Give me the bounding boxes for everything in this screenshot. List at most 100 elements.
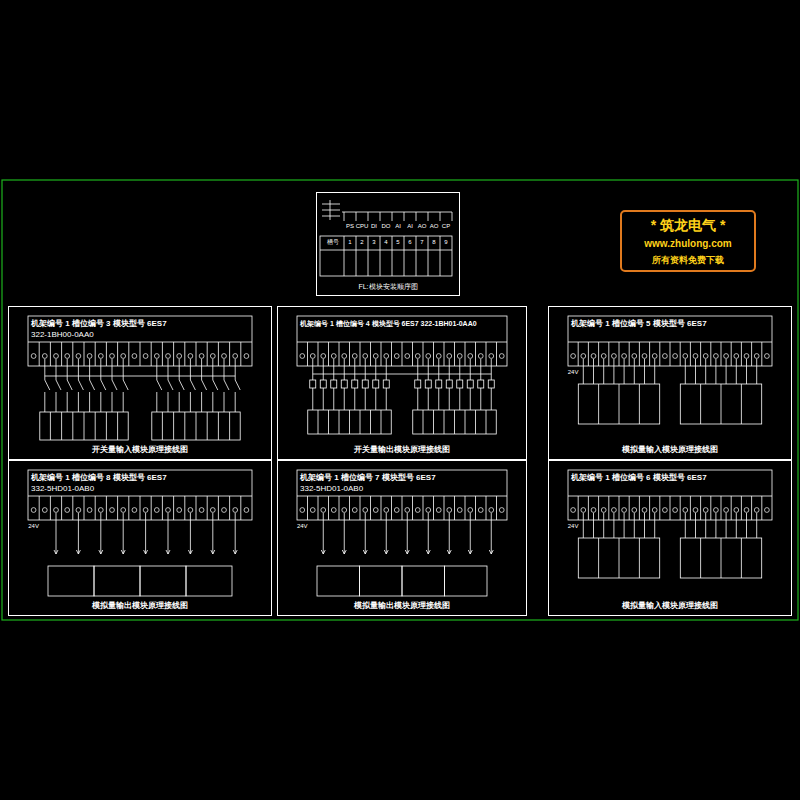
wire-end [491,550,493,554]
device-divider [619,384,620,424]
wire [123,513,124,554]
terminal-symbol [734,508,739,513]
terminal-symbol [342,508,347,513]
panel-text: 模拟量输入模块原理接线图 [622,602,718,610]
wire [613,359,614,384]
terminal-divider [207,496,208,520]
device-divider [700,384,701,424]
wire [470,359,471,380]
voltage-label: 24V [568,523,579,529]
wire [89,392,90,412]
device-divider [721,384,722,424]
relay-symbol [310,380,316,388]
relay-symbol [457,380,463,388]
terminal-divider [486,496,487,520]
wire [354,359,355,380]
device-divider [639,384,640,424]
terminal-symbol [177,354,182,359]
wire [756,359,757,384]
terminal-symbol [331,354,336,359]
device-divider [184,412,185,440]
terminal-symbol [405,508,410,513]
terminal-symbol [384,354,389,359]
wire-end [384,550,386,554]
wire [470,388,471,410]
terminal-divider [50,342,51,366]
terminal-divider [61,496,62,520]
terminal-divider [588,342,589,366]
wire [365,513,366,554]
wire-end [233,550,235,554]
terminal-divider [318,342,319,366]
slot-table-cell: AI [395,223,401,229]
terminal-divider [588,496,589,520]
device-divider [381,410,382,434]
terminal-symbol [143,354,148,359]
slot-line [356,212,357,221]
terminal-symbol [754,354,759,359]
terminal-divider [229,496,230,520]
relay-symbol [320,380,326,388]
wire [583,359,584,384]
slot-line [368,212,369,221]
wire [212,392,213,412]
terminal-symbol [683,508,688,513]
terminal-symbol [468,354,473,359]
terminal-symbol [233,354,238,359]
common-bus [313,374,492,375]
wire [428,359,429,380]
terminal-symbol [310,508,315,513]
terminal-divider [339,496,340,520]
terminal-divider [391,496,392,520]
terminal-divider [307,496,308,520]
slot-line [380,212,381,221]
terminal-divider [218,342,219,366]
wire [685,359,686,384]
wire [417,388,418,410]
wire [145,513,146,554]
wire-end [321,550,323,554]
switch-symbol [235,380,240,390]
device-box [40,412,128,440]
terminal-symbol [188,508,193,513]
wire [386,359,387,380]
wire-end [56,550,58,554]
wire [365,359,366,380]
wire-end [468,550,470,554]
device-box [308,410,392,434]
wire [491,513,492,554]
wire-end [213,550,215,554]
terminal-divider [151,496,152,520]
slot-table-cell: AO [430,223,439,229]
terminal-divider [173,496,174,520]
terminal-symbol [222,508,227,513]
voltage-label: 24V [28,523,39,529]
wire-end [426,550,428,554]
switch-symbol [45,380,50,390]
wire [333,359,334,380]
wire [323,513,324,554]
voltage-label: 24V [568,369,579,375]
terminal-divider [433,496,434,520]
terminal-divider [328,496,329,520]
switch-symbol [224,380,229,390]
wire [156,359,157,380]
slot-line [344,212,345,221]
terminal-divider [761,496,762,520]
relay-symbol [341,380,347,388]
terminal-symbol [714,354,719,359]
device-divider [339,410,340,434]
terminal-symbol [724,508,729,513]
wire-end [54,550,56,554]
slot-line [416,212,417,221]
wire [583,513,584,538]
device-divider [423,410,424,434]
wire-end [363,550,365,554]
device-box [152,412,240,440]
slot-table-cell: 9 [444,239,447,245]
wire [190,392,191,412]
panel-text: 机架编号 1 槽位编号 7 模块型号 6ES7 [300,474,436,482]
wire [746,513,747,538]
device-divider [741,538,742,578]
terminal-symbol [632,508,637,513]
